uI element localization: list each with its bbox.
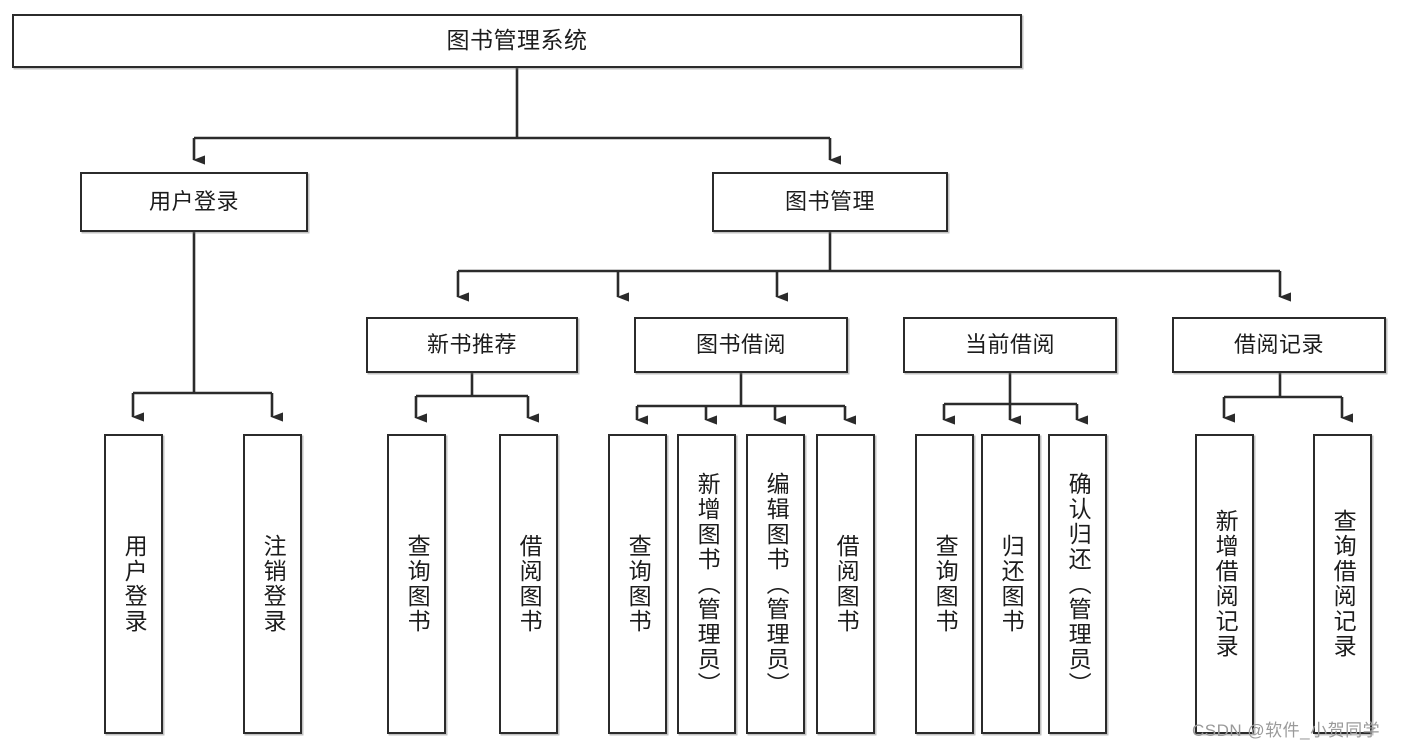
leaf-book-borrow-query[interactable]: 查询图书	[608, 434, 667, 734]
edge-group-book-manage	[456, 232, 1291, 302]
node-label: 当前借阅	[964, 332, 1055, 358]
leaf-user-login-signout[interactable]: 注销登录	[243, 434, 302, 734]
node-label: 新增图书（管理员）	[694, 471, 721, 697]
leaf-user-login-signin[interactable]: 用户登录	[104, 434, 163, 734]
node-label: 归还图书	[998, 534, 1025, 634]
node-current-borrow[interactable]: 当前借阅	[903, 317, 1117, 373]
node-label: 查询图书	[625, 534, 652, 634]
leaf-current-borrow-query[interactable]: 查询图书	[915, 434, 974, 734]
node-book-borrow[interactable]: 图书借阅	[634, 317, 848, 373]
node-book-management[interactable]: 图书管理	[712, 172, 948, 232]
node-label: 查询图书	[932, 534, 959, 634]
node-label: 借阅图书	[833, 534, 860, 634]
node-label: 借阅图书	[516, 534, 543, 634]
node-label: 借阅记录	[1233, 332, 1324, 358]
node-label: 新书推荐	[426, 332, 517, 358]
leaf-book-borrow-edit[interactable]: 编辑图书（管理员）	[746, 434, 805, 734]
node-label: 用户登录	[148, 189, 239, 215]
leaf-book-borrow-add[interactable]: 新增图书（管理员）	[677, 434, 736, 734]
leaf-borrow-record-query[interactable]: 查询借阅记录	[1313, 434, 1372, 734]
csdn-watermark: CSDN @软件_小贺同学	[1192, 721, 1381, 740]
leaf-borrow-record-add[interactable]: 新增借阅记录	[1195, 434, 1254, 734]
node-label: 查询借阅记录	[1330, 509, 1357, 659]
leaf-book-borrow-lend[interactable]: 借阅图书	[816, 434, 875, 734]
edge-group-new-book	[414, 373, 539, 423]
node-label: 编辑图书（管理员）	[763, 471, 790, 697]
node-label: 查询图书	[404, 534, 431, 634]
leaf-current-borrow-confirm-return[interactable]: 确认归还（管理员）	[1048, 434, 1107, 734]
node-label: 新增借阅记录	[1212, 509, 1239, 659]
edge-group-root	[192, 68, 841, 165]
node-label: 用户登录	[121, 534, 148, 634]
node-root-book-management-system[interactable]: 图书管理系统	[12, 14, 1022, 68]
node-label: 注销登录	[260, 534, 287, 634]
node-label: 确认归还（管理员）	[1065, 471, 1092, 697]
node-label: 图书管理系统	[446, 27, 588, 54]
node-label: 图书管理	[784, 189, 875, 215]
edge-group-user-login	[131, 232, 283, 422]
node-user-login[interactable]: 用户登录	[80, 172, 308, 232]
leaf-current-borrow-return[interactable]: 归还图书	[981, 434, 1040, 734]
edge-group-book-borrow	[635, 373, 856, 425]
node-label: 图书借阅	[695, 332, 786, 358]
leaf-new-book-query[interactable]: 查询图书	[387, 434, 446, 734]
edge-group-borrow-record	[1222, 373, 1353, 423]
edge-group-current-borrow	[942, 373, 1088, 425]
node-borrow-record[interactable]: 借阅记录	[1172, 317, 1386, 373]
leaf-new-book-borrow[interactable]: 借阅图书	[499, 434, 558, 734]
node-new-book-recommend[interactable]: 新书推荐	[366, 317, 578, 373]
